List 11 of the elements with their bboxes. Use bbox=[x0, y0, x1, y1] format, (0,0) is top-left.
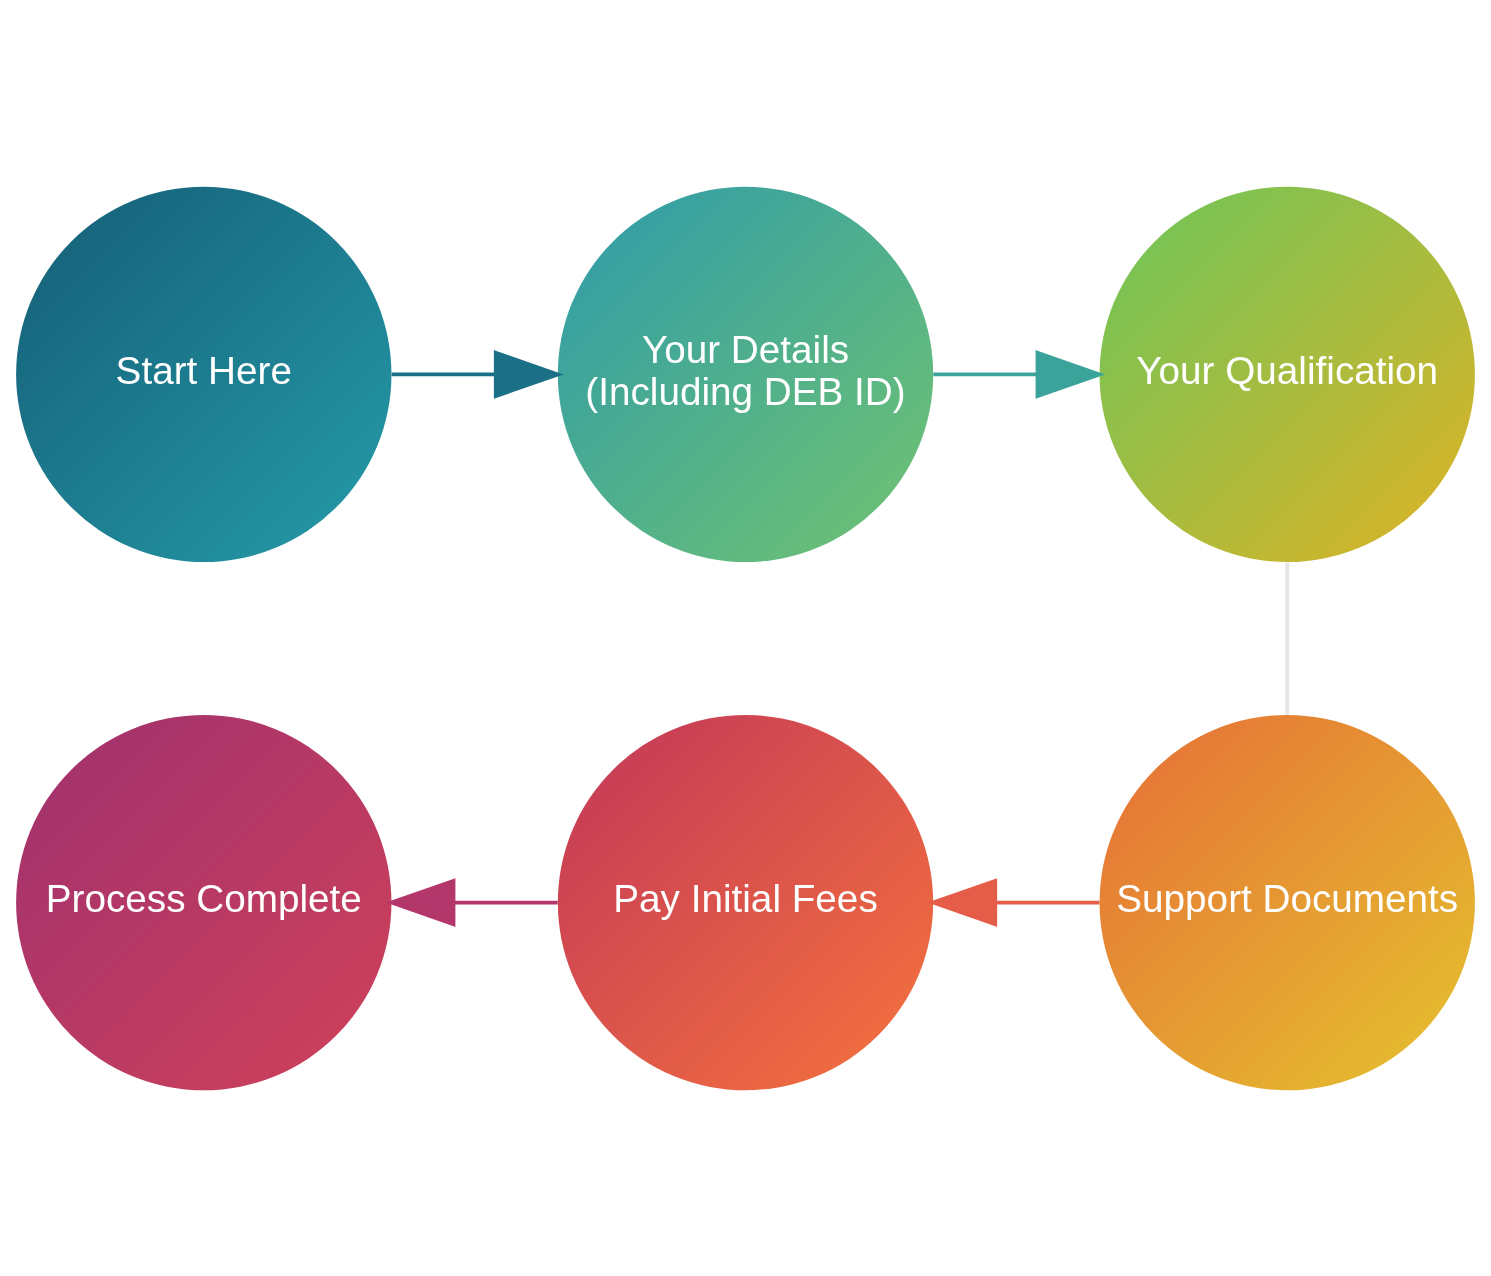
node-circle: Process Complete bbox=[16, 714, 392, 1090]
node-circle: Your Qualification bbox=[1099, 186, 1475, 562]
node-circle: Your Details (Including DEB ID) bbox=[557, 186, 934, 562]
node-circle: Pay Initial Fees bbox=[557, 714, 934, 1090]
arrow bbox=[385, 877, 558, 927]
connector bbox=[1285, 562, 1290, 715]
node-circle: Start Here bbox=[16, 186, 392, 562]
arrow bbox=[391, 349, 564, 399]
arrow bbox=[927, 877, 1100, 927]
node-circle: Support Documents bbox=[1099, 714, 1475, 1090]
arrow bbox=[933, 349, 1106, 399]
